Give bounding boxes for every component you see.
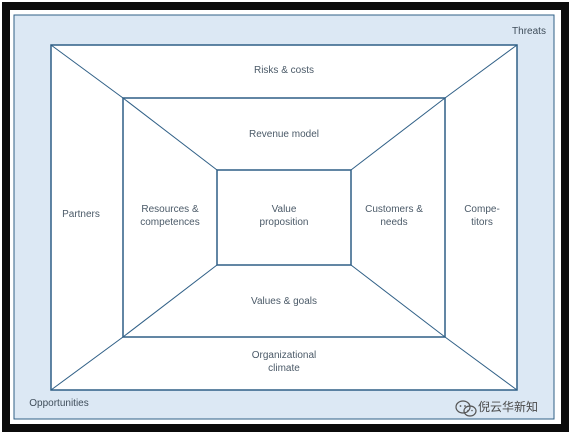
resources-competences-line1: Resources &	[141, 204, 199, 215]
organizational-climate-line1: Organizational	[252, 350, 316, 361]
competitors-line1: Compe-	[464, 204, 500, 215]
resources-competences-line2: competences	[140, 217, 199, 228]
revenue-model-label: Revenue model	[249, 129, 319, 140]
inner-diag-top-right	[350, 97, 446, 171]
competitors-line2: titors	[471, 217, 493, 228]
inner-diag-top-left	[122, 97, 218, 171]
customers-needs-line1: Customers &	[365, 204, 423, 215]
diag-top-left	[50, 44, 124, 99]
threats-label: Threats	[512, 26, 546, 37]
diag-top-right	[444, 44, 518, 99]
value-proposition-box	[216, 169, 352, 266]
inner-diag-bottom-right	[350, 264, 446, 338]
watermark-text: 倪云华新知	[478, 399, 538, 414]
value-proposition-line2: proposition	[260, 217, 309, 228]
inner-diag-bottom-left	[122, 264, 218, 338]
wechat-icon	[455, 400, 477, 417]
values-goals-label: Values & goals	[251, 296, 317, 307]
partners-label: Partners	[62, 209, 100, 220]
diag-bottom-right	[444, 336, 518, 391]
diag-bottom-left	[50, 336, 124, 391]
opportunities-label: Opportunities	[29, 398, 88, 409]
customers-needs-line2: needs	[380, 217, 407, 228]
value-proposition-line1: Value	[272, 204, 297, 215]
organizational-climate-line2: climate	[268, 363, 300, 374]
risks-costs-label: Risks & costs	[254, 65, 314, 76]
